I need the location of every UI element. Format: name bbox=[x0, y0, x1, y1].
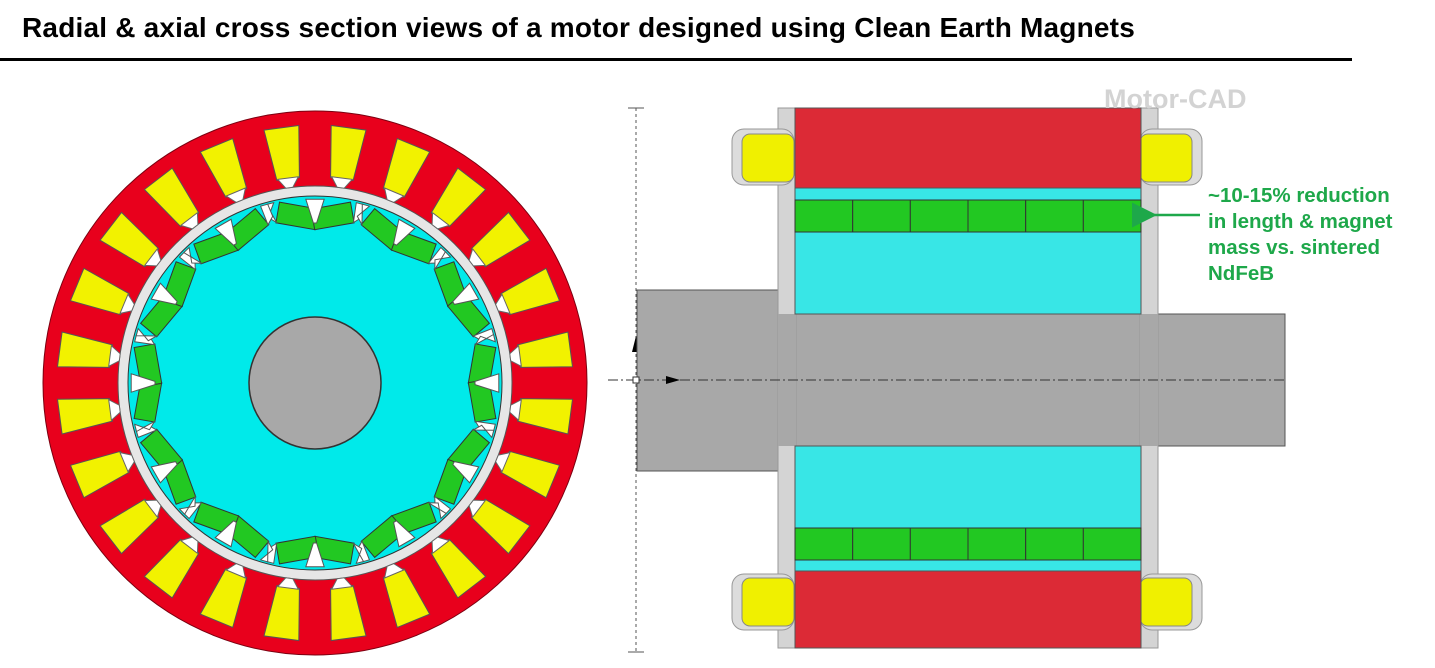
slot-opening bbox=[179, 536, 199, 555]
radial-cross-section bbox=[42, 110, 588, 656]
flux-barrier bbox=[305, 198, 325, 224]
slot-opening bbox=[495, 451, 511, 473]
slot-opening bbox=[509, 344, 522, 368]
flux-barrier bbox=[474, 333, 497, 346]
flux-barrier bbox=[135, 327, 159, 342]
annotation-line: NdFeB bbox=[1208, 262, 1275, 285]
flux-barrier bbox=[393, 520, 416, 548]
magnet-row-bottom bbox=[794, 527, 1142, 561]
slot-opening bbox=[225, 187, 247, 203]
flux-barrier bbox=[352, 542, 365, 565]
flux-barrier bbox=[133, 420, 156, 433]
rotor-magnets bbox=[130, 198, 500, 568]
radial-shaft bbox=[248, 316, 382, 450]
page-title: Radial & axial cross section views of a … bbox=[22, 12, 1135, 43]
flux-barrier bbox=[150, 282, 178, 305]
tooth-tips bbox=[108, 176, 522, 590]
slot-opening bbox=[119, 451, 135, 473]
slot-opening bbox=[468, 499, 487, 519]
stator-slots bbox=[56, 124, 574, 642]
stator-top bbox=[794, 107, 1142, 189]
slot-opening bbox=[108, 344, 121, 368]
slot-opening bbox=[143, 247, 162, 267]
slot-opening bbox=[143, 499, 162, 519]
flux-barrier bbox=[474, 373, 500, 393]
magnet-segment bbox=[794, 527, 854, 561]
magnet-segment bbox=[1082, 199, 1142, 233]
slot-opening bbox=[468, 247, 487, 267]
magnet-segment bbox=[909, 199, 969, 233]
slot-opening bbox=[509, 398, 522, 422]
slot-opening bbox=[383, 563, 405, 579]
flux-barrier bbox=[150, 461, 178, 484]
magnet-segment bbox=[794, 199, 854, 233]
slot-opening bbox=[108, 398, 121, 422]
right-arrow-icon bbox=[666, 376, 680, 384]
magnet-segment bbox=[909, 527, 969, 561]
title-underline bbox=[0, 58, 1352, 61]
annotation-line: mass vs. sintered bbox=[1208, 236, 1381, 259]
flux-barrier bbox=[434, 250, 452, 272]
slot-opening bbox=[119, 293, 135, 315]
flux-barrier bbox=[452, 461, 480, 484]
slot-opening bbox=[276, 176, 300, 189]
flux-barrier bbox=[426, 502, 448, 520]
annotation-line: ~10-15% reduction bbox=[1208, 184, 1390, 207]
flux-barrier bbox=[305, 542, 325, 568]
magnet-segment bbox=[967, 527, 1027, 561]
flux-barrier bbox=[259, 539, 274, 563]
magnet-segment bbox=[967, 199, 1027, 233]
magnet-segment bbox=[1025, 199, 1084, 233]
flux-barrier bbox=[393, 218, 416, 246]
flux-barrier bbox=[130, 373, 156, 393]
magnet-row-top bbox=[794, 199, 1142, 233]
slot-opening bbox=[276, 577, 300, 590]
flux-barrier bbox=[471, 424, 495, 439]
flux-barrier bbox=[214, 520, 237, 548]
slot-opening bbox=[179, 211, 199, 230]
flux-barrier bbox=[178, 494, 196, 516]
flux-barrier bbox=[452, 282, 480, 305]
slot-opening bbox=[383, 187, 405, 203]
stator-bottom bbox=[794, 570, 1142, 649]
slot-opening bbox=[431, 536, 451, 555]
magnet-segment bbox=[852, 199, 911, 233]
flux-barrier bbox=[214, 218, 237, 246]
magnet-segment bbox=[852, 527, 911, 561]
slot-opening bbox=[330, 577, 354, 590]
slot-opening bbox=[225, 563, 247, 579]
motor-cad-watermark: Motor-CAD bbox=[1104, 84, 1247, 114]
slot-opening bbox=[431, 211, 451, 230]
magnet-segment bbox=[1082, 527, 1142, 561]
annotation-line: in length & magnet bbox=[1208, 210, 1393, 233]
flux-barrier bbox=[356, 203, 371, 227]
magnet-segment bbox=[1025, 527, 1084, 561]
slot-opening bbox=[495, 293, 511, 315]
slot-opening bbox=[330, 176, 354, 189]
flux-barrier bbox=[259, 203, 274, 226]
flux-barrier bbox=[182, 246, 204, 264]
reduction-annotation: ~10-15% reduction in length & magnet mas… bbox=[1208, 183, 1393, 287]
axial-cross-section bbox=[608, 107, 1286, 653]
